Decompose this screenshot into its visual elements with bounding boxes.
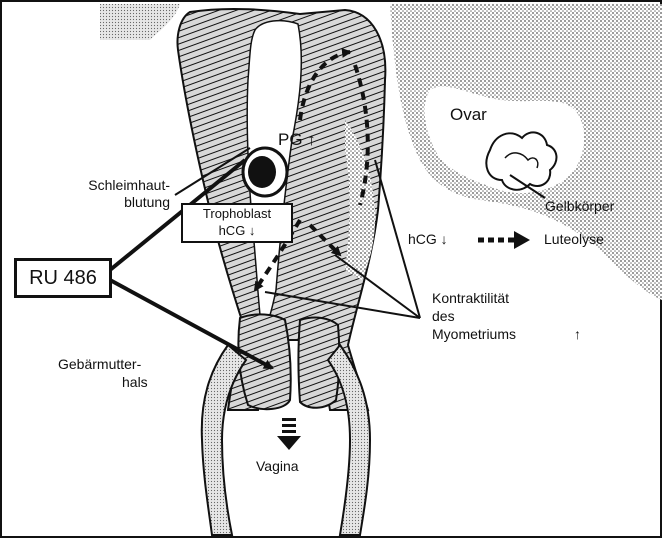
schleimhaut-label-line1: Schleimhaut- [62,177,170,194]
ru486-label: RU 486 [17,261,109,295]
gelbkoerper-label: Gelbkörper [545,198,614,215]
schleimhaut-label-line2: blutung [62,194,170,211]
kontraktilitaet-label-line3: Myometriums [432,326,516,343]
vagina-down-arrow [277,418,301,450]
luteolyse-label: Luteolyse [544,231,604,248]
trophoblast-box: Trophoblast hCG ↓ [181,203,293,243]
kontraktilitaet-up-arrow: ↑ [574,326,581,343]
ovar-label: Ovar [450,105,487,125]
gebaermutter-label-line1: Gebärmutter- [58,356,141,373]
pg-label: PG ↑ [278,130,316,150]
ru486-box: RU 486 [14,258,112,298]
trophoblast-label: Trophoblast [183,205,291,222]
vagina-label: Vagina [256,458,299,475]
gebaermutter-label-line2: hals [122,374,148,391]
kontraktilitaet-label-line1: Kontraktilität [432,290,509,307]
trophoblast-hcg-label: hCG ↓ [183,222,291,239]
hcg-label: hCG ↓ [408,231,448,248]
kontraktilitaet-label-line2: des [432,308,455,325]
